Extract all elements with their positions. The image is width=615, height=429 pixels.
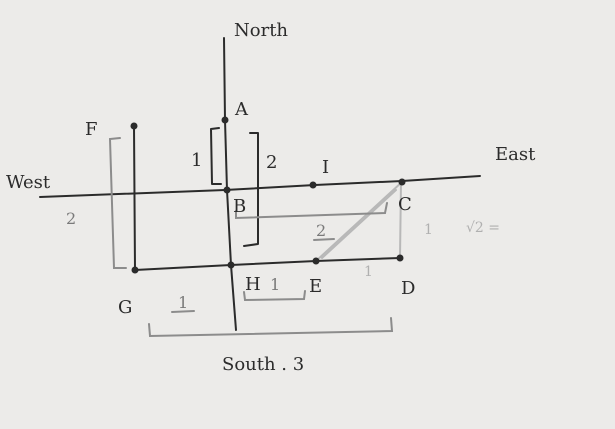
diagonal-ec [315,181,403,262]
west-east-line [39,175,481,198]
measure-ed: 1 [364,264,373,280]
point-b [223,186,231,194]
label-c: C [398,194,412,215]
bracket-ab-left [210,127,222,185]
measure-fg: 2 [66,209,76,228]
south-label: South . 3 [222,354,304,375]
label-h: H [245,274,261,295]
underline-bc [313,238,335,241]
bracket-fg [108,137,127,269]
bracket-ab-right [243,132,259,247]
bracket-gd-south [148,317,394,338]
bracket-bc [235,202,388,220]
bracket-he [243,290,306,302]
measure-ab-right: 2 [266,152,277,173]
underline-gh [171,310,195,313]
label-g: G [118,297,132,318]
point-f [130,122,138,130]
measure-ab-left: 1 [191,150,202,171]
line-gd [134,257,401,271]
line-fg [133,125,136,271]
label-b: B [233,196,246,217]
point-e [312,257,320,265]
west-label: West [6,172,51,193]
point-d [396,254,404,262]
measure-gh: 1 [178,293,188,312]
point-g [131,266,139,274]
label-i: I [322,157,329,178]
point-a [221,116,229,124]
label-a: A [234,99,249,120]
north-south-line [223,37,237,331]
label-f: F [85,119,98,140]
measure-bc: 2 [316,221,326,240]
label-d: D [401,278,415,299]
measure-cd: 1 [424,222,433,238]
point-i [309,181,317,189]
line-cd [399,181,402,259]
measure-he: 1 [270,275,280,294]
point-c [398,178,406,186]
label-e: E [309,276,322,297]
point-h [227,261,235,269]
north-label: North [234,20,288,41]
east-label: East [495,144,536,165]
diagonal-ec-shade [321,189,397,259]
measure-root2: √2 = [466,220,500,236]
